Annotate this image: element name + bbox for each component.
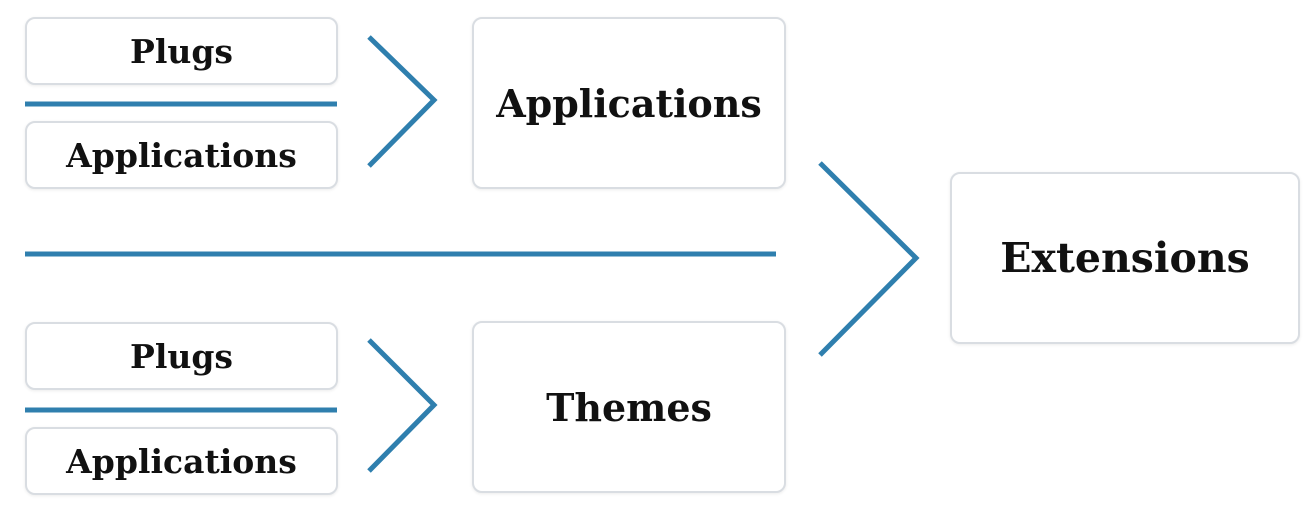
bottom-plugs-box: Plugs [25, 322, 338, 390]
bottom-chevron-arrow [367, 338, 438, 473]
bottom-plugs-label: Plugs [130, 336, 233, 376]
bottom-applications-label: Applications [66, 441, 297, 481]
applications-output-box: Applications [472, 17, 786, 189]
extensions-label: Extensions [1000, 234, 1250, 282]
top-applications-label: Applications [66, 135, 297, 175]
bottom-applications-box: Applications [25, 427, 338, 495]
top-plugs-box: Plugs [25, 17, 338, 85]
themes-output-box: Themes [472, 321, 786, 493]
top-chevron-arrow [367, 35, 438, 168]
themes-output-label: Themes [546, 384, 712, 430]
top-applications-box: Applications [25, 121, 338, 189]
applications-output-label: Applications [496, 80, 762, 126]
top-plugs-label: Plugs [130, 31, 233, 71]
extensions-box: Extensions [950, 172, 1300, 344]
main-chevron-arrow [818, 161, 920, 357]
